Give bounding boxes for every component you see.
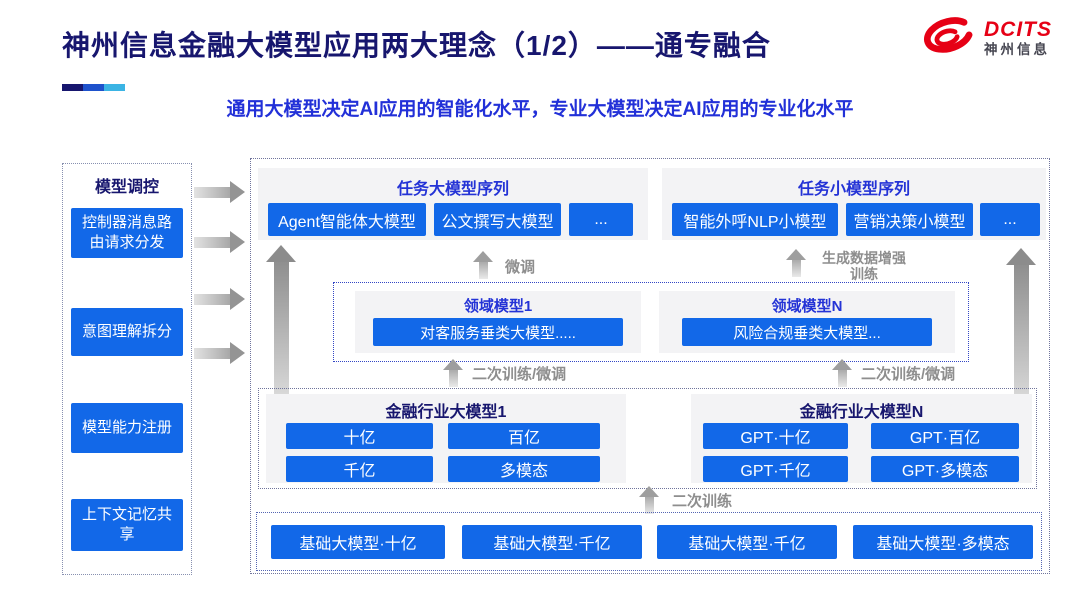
node-customer-service-vertical-model[interactable]: 对客服务垂类大模型..... [373,318,623,346]
domain-right-group: 领域模型N 风险合规垂类大模型... [659,291,955,353]
augment-label: 生成数据增强训练 [822,250,906,283]
finetune-label: 微调 [505,259,536,276]
node-agent-large-model[interactable]: Agent智能体大模型 [268,203,426,236]
accent-segment-navy [62,84,83,91]
industry-right-group: 金融行业大模型N GPT·十亿 GPT·百亿 GPT·千亿 GPT·多模态 [691,394,1032,483]
sidebar-title: 模型调控 [94,179,159,196]
task-large-model-group: 任务大模型序列 Agent智能体大模型 公文撰写大模型 ... [258,168,648,240]
title-accent-bar [62,84,125,91]
sidebar-item-controller-routing[interactable]: 控制器消息路由请求分发 [71,208,183,258]
industry-right-title: 金融行业大模型N [799,404,924,421]
industry-left-title: 金融行业大模型1 [385,404,507,421]
node-gpt-multimodal[interactable]: GPT·多模态 [871,456,1019,482]
domain-left-title: 领域模型1 [463,298,533,315]
node-document-writing-large-model[interactable]: 公文撰写大模型 [434,203,561,236]
node-gpt-10b[interactable]: GPT·百亿 [871,423,1019,449]
flow-arrow-right-1 [194,181,245,203]
logo-brand-cn: 神州信息 [984,42,1050,58]
flow-arrow-right-3 [194,288,245,310]
subtitle: 通用大模型决定AI应用的智能化水平，专业大模型决定AI应用的专业化水平 [226,99,854,120]
finetune-up-arrow [473,251,493,279]
retrain-finetune-up-arrow-left [443,359,463,387]
sidebar-model-control: 模型调控 控制器消息路由请求分发 意图理解拆分 模型能力注册 上下文记忆共享 [62,163,192,575]
task-small-model-group: 任务小模型序列 智能外呼NLP小模型 营销决策小模型 ... [662,168,1046,240]
industry-model-panel: 金融行业大模型1 十亿 百亿 千亿 多模态 金融行业大模型N GPT·十亿 GP… [258,388,1037,489]
flow-arrow-right-2 [194,231,245,253]
dcits-swirl-icon [924,17,973,53]
domain-right-title: 领域模型N [771,298,843,315]
task-small-group-title: 任务小模型序列 [797,181,910,198]
retrain-label: 二次训练 [672,493,733,510]
retrain-finetune-label-right: 二次训练/微调 [861,366,956,383]
flow-arrow-right-4 [194,342,245,364]
domain-left-group: 领域模型1 对客服务垂类大模型..... [355,291,641,353]
logo-brand: DCITS [984,18,1052,42]
retrain-finetune-up-arrow-right [832,359,852,387]
node-scale-100b[interactable]: 千亿 [286,456,433,482]
augment-up-arrow [786,249,806,277]
base-model-panel: 基础大模型·十亿 基础大模型·千亿 基础大模型·千亿 基础大模型·多模态 [256,512,1042,571]
node-risk-compliance-vertical-model[interactable]: 风险合规垂类大模型... [682,318,932,346]
domain-model-panel: 领域模型1 对客服务垂类大模型..... 领域模型N 风险合规垂类大模型... [333,282,969,362]
sidebar-item-context-memory-share[interactable]: 上下文记忆共享 [71,499,183,551]
node-more-large-models[interactable]: ... [569,203,633,236]
node-marketing-decision-small-model[interactable]: 营销决策小模型 [846,203,973,236]
node-base-100b-a[interactable]: 基础大模型·千亿 [462,525,642,559]
main-diagram-panel [250,158,1050,574]
node-scale-10b[interactable]: 百亿 [448,423,600,449]
accent-segment-cyan [104,84,125,91]
node-outbound-nlp-small-model[interactable]: 智能外呼NLP小模型 [672,203,838,236]
node-more-small-models[interactable]: ... [980,203,1040,236]
retrain-finetune-label-left: 二次训练/微调 [472,366,567,383]
sidebar-item-intent-split[interactable]: 意图理解拆分 [71,308,183,356]
industry-left-group: 金融行业大模型1 十亿 百亿 千亿 多模态 [266,394,626,483]
retrain-up-arrow [639,486,659,514]
node-gpt-100b[interactable]: GPT·千亿 [703,456,848,482]
accent-segment-blue [83,84,104,91]
node-base-100b-b[interactable]: 基础大模型·千亿 [657,525,837,559]
sidebar-item-model-capability-register[interactable]: 模型能力注册 [71,403,183,453]
node-gpt-1b[interactable]: GPT·十亿 [703,423,848,449]
dcits-logo: DCITS 神州信息 [918,16,1052,60]
page-title: 神州信息金融大模型应用两大理念（1/2）——通专融合 [62,30,771,61]
task-large-group-title: 任务大模型序列 [396,181,509,198]
logo-text-block: DCITS 神州信息 [984,18,1052,58]
node-scale-1b[interactable]: 十亿 [286,423,433,449]
node-multimodal[interactable]: 多模态 [448,456,600,482]
node-base-1b[interactable]: 基础大模型·十亿 [271,525,445,559]
node-base-multimodal[interactable]: 基础大模型·多模态 [853,525,1033,559]
